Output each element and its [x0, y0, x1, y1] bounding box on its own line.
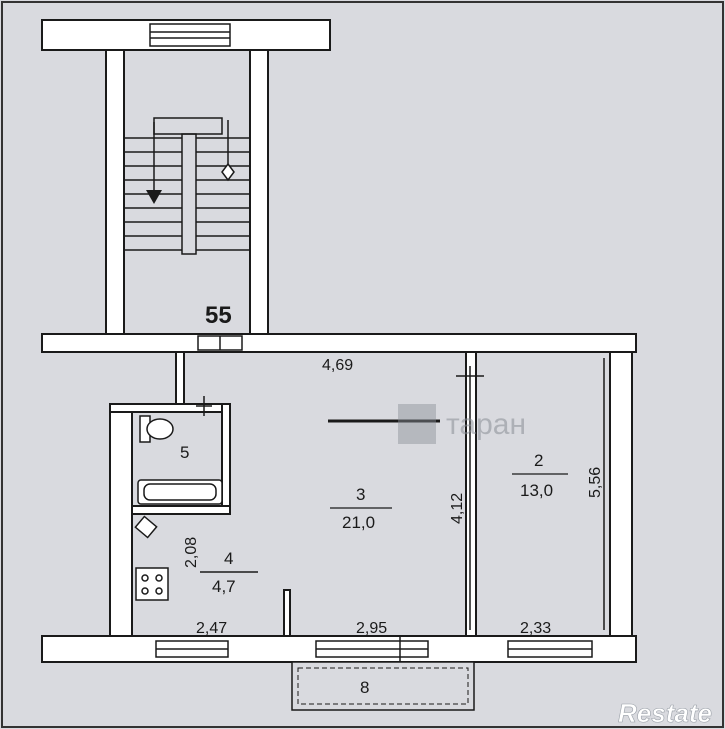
- dim-room3-width: 2,95: [356, 620, 387, 637]
- stair-arrow-icon: [146, 190, 162, 204]
- room-2-area: 13,0: [520, 481, 553, 500]
- room-3-number: 3: [356, 485, 365, 504]
- window-top: [149, 23, 231, 47]
- wall-bath-bottom: [131, 505, 231, 515]
- wall-bath-right: [221, 403, 231, 515]
- stair-diamond-icon: [221, 162, 235, 182]
- watermark-text: таран: [446, 408, 526, 441]
- dim-kitchen-width: 2,47: [196, 620, 227, 637]
- dim-kitchen-depth: 2,08: [183, 537, 200, 568]
- room-2-number: 2: [534, 451, 543, 470]
- wall-stair-right: [249, 49, 269, 335]
- room-4-area: 4,7: [212, 577, 236, 596]
- apartment-number: 55: [205, 302, 232, 329]
- room-4-number: 4: [224, 549, 233, 568]
- brand-logo: Restate: [618, 698, 712, 728]
- wall-left: [109, 403, 133, 637]
- dim-corridor-length: 4,69: [322, 357, 353, 374]
- room-5-number: 5: [180, 443, 189, 462]
- balcony: [291, 661, 475, 711]
- dim-room2-width: 2,33: [520, 620, 551, 637]
- wall-right: [609, 351, 633, 637]
- dim-room2-depth: 5,56: [587, 467, 604, 498]
- watermark-logo-icon: [398, 404, 436, 444]
- room-3-area: 21,0: [342, 513, 375, 532]
- windows: [149, 23, 593, 658]
- sink-icon: [134, 515, 158, 539]
- toilet-icon: [139, 415, 174, 443]
- wall-partition: [465, 351, 477, 637]
- wall-corridor: [41, 333, 637, 353]
- staircase: [124, 117, 250, 255]
- bathtub-icon: [137, 479, 223, 505]
- wall-kitchen-top: [109, 403, 231, 413]
- watermark: таран: [398, 404, 526, 444]
- wall-stair-left: [105, 49, 125, 335]
- dim-room3-depth: 4,12: [449, 493, 466, 524]
- wall-entry: [175, 351, 185, 407]
- wall-stub: [283, 589, 291, 637]
- balcony-inner: [297, 667, 469, 705]
- wall-top: [41, 19, 331, 51]
- stove-icon: [135, 567, 169, 601]
- room-8-number: 8: [360, 678, 369, 697]
